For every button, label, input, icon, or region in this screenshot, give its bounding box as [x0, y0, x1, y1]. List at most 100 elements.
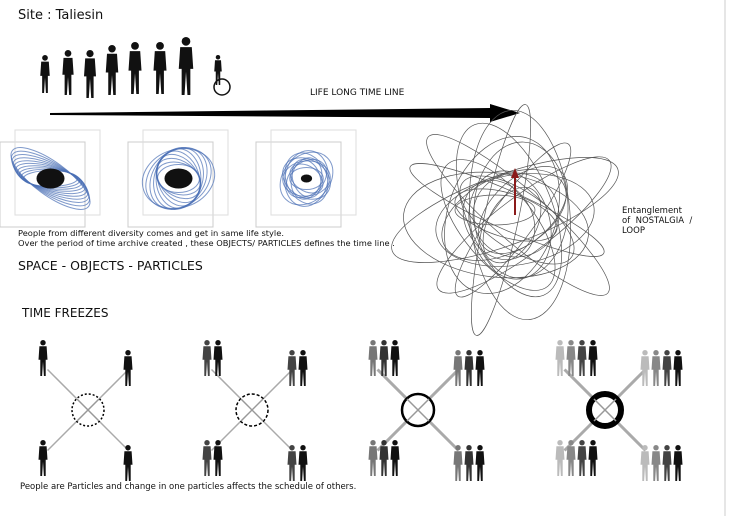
body	[202, 446, 212, 476]
head	[590, 340, 596, 346]
particle-group	[46, 368, 130, 452]
body	[379, 346, 389, 376]
body	[105, 53, 119, 95]
body	[368, 346, 378, 376]
entanglement-loop	[436, 156, 612, 294]
orbit	[141, 148, 216, 209]
entanglement-loop	[426, 134, 610, 296]
body	[123, 451, 133, 481]
entanglement-loop	[478, 166, 568, 254]
body	[577, 346, 587, 376]
head	[579, 440, 585, 446]
body	[214, 60, 222, 85]
head	[215, 340, 221, 346]
person-silhouette	[123, 350, 133, 386]
body	[368, 446, 378, 476]
person-silhouette	[475, 350, 485, 386]
body	[390, 446, 400, 476]
person-silhouette	[390, 340, 400, 376]
head	[42, 55, 48, 61]
person-silhouette	[123, 445, 133, 481]
body	[213, 446, 223, 476]
person-silhouette	[475, 445, 485, 481]
timeline-label: LIFE LONG TIME LINE	[310, 88, 405, 98]
orbit	[282, 157, 331, 200]
head	[664, 445, 670, 451]
entanglement-loop	[444, 136, 560, 294]
head	[642, 445, 648, 451]
person-silhouette	[287, 350, 297, 386]
orbit	[10, 150, 91, 207]
head	[579, 340, 585, 346]
particle-core	[300, 174, 313, 183]
body	[178, 47, 194, 95]
person-silhouette	[287, 445, 297, 481]
head	[300, 350, 306, 356]
head	[86, 50, 94, 58]
person-silhouette	[390, 440, 400, 476]
site-title: Site : Taliesin	[18, 8, 104, 23]
head	[381, 340, 387, 346]
entanglement-loop	[454, 188, 558, 242]
head	[568, 340, 574, 346]
body	[577, 446, 587, 476]
head	[108, 45, 116, 53]
person-silhouette	[588, 440, 598, 476]
particle-cube	[127, 129, 229, 228]
body	[555, 346, 565, 376]
head	[125, 445, 131, 451]
cube-edge	[255, 141, 342, 228]
description-line: Over the period of time archive created …	[18, 238, 395, 248]
head	[289, 350, 295, 356]
entanglement-loop	[391, 157, 619, 263]
cube-edge	[14, 129, 101, 216]
head	[642, 350, 648, 356]
head	[300, 445, 306, 451]
orbit	[291, 159, 322, 198]
body	[464, 451, 474, 481]
head	[477, 350, 483, 356]
body	[298, 451, 308, 481]
particle-cube	[0, 129, 101, 228]
head	[204, 440, 210, 446]
head	[289, 445, 295, 451]
x-mark	[76, 398, 100, 422]
body	[588, 346, 598, 376]
person-silhouette	[555, 340, 565, 376]
person-silhouette	[566, 440, 576, 476]
orbit	[285, 158, 328, 199]
body	[287, 356, 297, 386]
head	[131, 42, 139, 50]
person-silhouette	[673, 445, 683, 481]
head	[466, 445, 472, 451]
head	[590, 440, 596, 446]
person-silhouette	[368, 440, 378, 476]
head	[653, 445, 659, 451]
person-silhouette	[38, 340, 48, 376]
particle-core	[164, 168, 193, 189]
body	[202, 346, 212, 376]
entanglement-label: Entanglement of NOSTALGIA / LOOP	[622, 206, 693, 236]
entanglement-loop	[454, 142, 572, 298]
red-arrow-head	[511, 168, 519, 178]
description: People from different diversity comes an…	[18, 228, 395, 248]
head	[568, 440, 574, 446]
orbit	[289, 163, 324, 194]
orbit	[289, 167, 324, 190]
orbit	[12, 157, 89, 200]
person-silhouette	[640, 445, 650, 481]
head	[466, 350, 472, 356]
body	[662, 451, 672, 481]
person-silhouette	[651, 350, 661, 386]
particle-group	[210, 368, 294, 452]
person-silhouette	[213, 340, 223, 376]
orbit	[284, 152, 329, 205]
person-silhouette	[214, 55, 222, 85]
x-mark	[593, 398, 617, 422]
body	[640, 356, 650, 386]
body	[128, 51, 142, 94]
body	[38, 346, 48, 376]
head	[675, 350, 681, 356]
body	[475, 356, 485, 386]
body	[287, 451, 297, 481]
